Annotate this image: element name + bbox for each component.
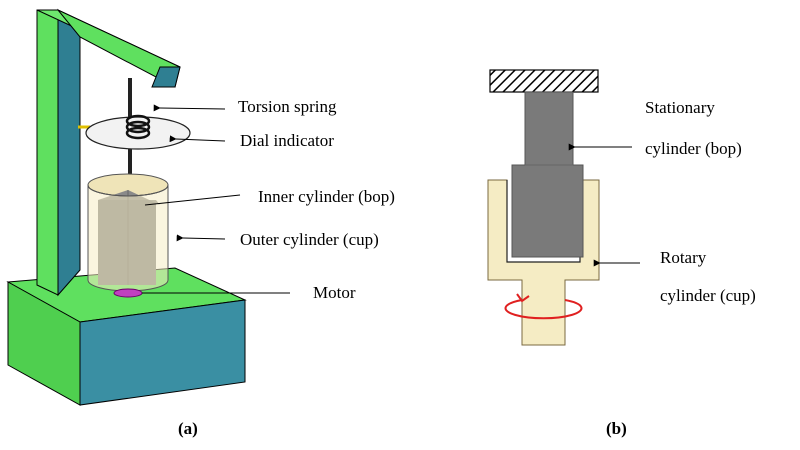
label-stationary-line2: cylinder (bop) (645, 139, 742, 158)
label-dial-indicator: Dial indicator (240, 131, 334, 150)
caption-b: (b) (606, 419, 627, 438)
panel-a-leaders (142, 104, 290, 294)
fixed-support (489, 69, 599, 93)
panel-b-leaders (568, 143, 640, 267)
outer-cup-body (87, 184, 169, 292)
base-block (6, 267, 247, 406)
leader-outer-cylinder (176, 234, 226, 242)
leader-inner-cylinder (144, 194, 241, 206)
leader-dial-indicator (169, 135, 226, 143)
label-rotary-line1: Rotary (660, 248, 707, 267)
label-rotary-line2: cylinder (cup) (660, 286, 756, 305)
leader-torsion-spring (153, 104, 226, 112)
label-stationary-line1: Stationary (645, 98, 715, 117)
label-motor: Motor (313, 283, 356, 302)
rotation-arrow (504, 293, 583, 320)
label-inner-cylinder: Inner cylinder (bop) (258, 187, 395, 206)
stationary-bob (511, 91, 584, 258)
caption-a: (a) (178, 419, 198, 438)
panel-b-schematic (487, 69, 600, 346)
top-arm (36, 9, 181, 88)
label-torsion-spring: Torsion spring (238, 97, 337, 116)
panel-a-apparatus (6, 8, 247, 406)
vertical-column (36, 8, 81, 297)
torsion-spring-coils (125, 114, 151, 140)
motor-disk (113, 288, 143, 298)
label-outer-cylinder: Outer cylinder (cup) (240, 230, 379, 249)
